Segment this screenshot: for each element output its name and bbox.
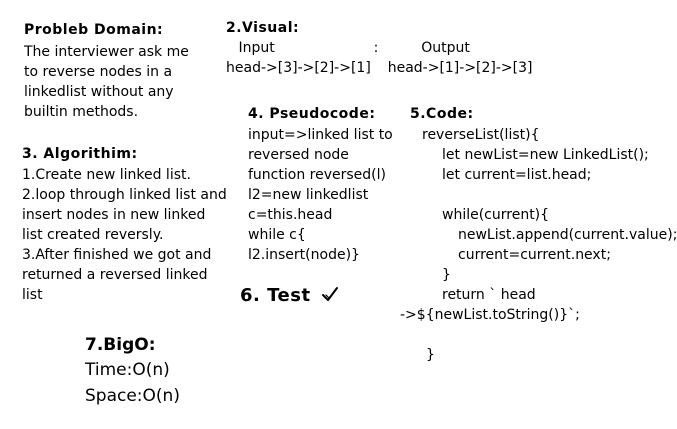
time-complexity: Time:O(n) bbox=[85, 360, 170, 380]
pseudocode-line: function reversed(l) bbox=[248, 167, 386, 183]
code-line: reverseList(list){ bbox=[422, 127, 540, 143]
output-label: Output bbox=[421, 40, 470, 56]
algorithm-heading: 3. Algorithim: bbox=[22, 146, 138, 162]
checkmark-icon bbox=[321, 286, 339, 307]
code-line: while(current){ bbox=[442, 207, 550, 223]
algorithm-line: 2.loop through linked list and bbox=[22, 187, 227, 203]
code-line bbox=[410, 185, 677, 205]
code-line: } bbox=[426, 347, 435, 363]
test-heading: 6. Test bbox=[240, 285, 311, 306]
code-line: let newList=new LinkedList(); bbox=[442, 147, 649, 163]
output-list-value: head->[1]->[2]->[3] bbox=[387, 60, 533, 76]
algorithm-line: list created reversly. bbox=[22, 227, 164, 243]
problem-domain-heading: Probleb Domain: bbox=[24, 22, 164, 38]
problem-domain-line: builtin methods. bbox=[24, 104, 139, 120]
visual-section: 2.Visual: Input : Output head->[3]->[2]-… bbox=[226, 20, 533, 78]
code-line: } bbox=[442, 267, 451, 283]
algorithm-line: 1.Create new linked list. bbox=[22, 167, 191, 183]
problem-domain-section: Probleb Domain: The interviewer ask me t… bbox=[24, 22, 189, 122]
input-label: Input bbox=[238, 40, 275, 56]
test-section: 6. Test bbox=[240, 285, 339, 307]
pseudocode-heading: 4. Pseudocode: bbox=[248, 106, 376, 122]
bigo-section: 7.BigO: Time:O(n) Space:O(n) bbox=[85, 335, 180, 409]
pseudocode-line: reversed node bbox=[248, 147, 349, 163]
algorithm-line: insert nodes in new linked bbox=[22, 207, 206, 223]
bigo-heading: 7.BigO: bbox=[85, 335, 156, 355]
code-line: return ` head bbox=[442, 287, 536, 303]
code-line: current=current.next; bbox=[458, 247, 611, 263]
problem-domain-line: to reverse nodes in a bbox=[24, 64, 173, 80]
pseudocode-line: input=>linked list to bbox=[248, 127, 393, 143]
problem-domain-line: The interviewer ask me bbox=[24, 44, 189, 60]
pseudocode-line: while c{ bbox=[248, 227, 306, 243]
visual-heading: 2.Visual: bbox=[226, 20, 300, 36]
pseudocode-section: 4. Pseudocode: input=>linked list to rev… bbox=[248, 106, 393, 265]
input-list-value: head->[3]->[2]->[1] bbox=[226, 60, 371, 76]
code-line: let current=list.head; bbox=[442, 167, 592, 183]
visual-separator: : bbox=[373, 40, 379, 56]
algorithm-line: returned a reversed linked bbox=[22, 267, 208, 283]
algorithm-line: list bbox=[22, 287, 43, 303]
algorithm-section: 3. Algorithim: 1.Create new linked list.… bbox=[22, 146, 227, 305]
pseudocode-line: l2=new linkedlist bbox=[248, 187, 369, 203]
code-line bbox=[410, 325, 677, 345]
code-line: newList.append(current.value); bbox=[458, 227, 677, 243]
algorithm-line: 3.After finished we got and bbox=[22, 247, 212, 263]
problem-domain-line: linkedlist without any bbox=[24, 84, 174, 100]
pseudocode-line: l2.insert(node)} bbox=[248, 247, 360, 263]
pseudocode-line: c=this.head bbox=[248, 207, 333, 223]
code-heading: 5.Code: bbox=[410, 106, 474, 122]
space-complexity: Space:O(n) bbox=[85, 386, 180, 406]
code-section: 5.Code: reverseList(list){ let newList=n… bbox=[400, 106, 677, 365]
code-line: ->${newList.toString()}`; bbox=[400, 307, 580, 323]
